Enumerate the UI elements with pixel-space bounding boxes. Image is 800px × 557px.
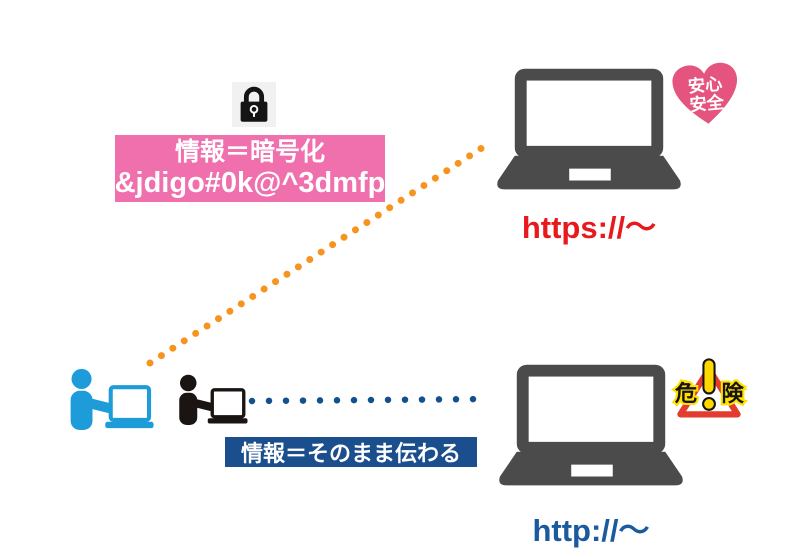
- danger-badge-left-char: 危: [675, 380, 697, 406]
- encryption-label-box: 情報＝暗号化 &jdigo#0k@^3dmfp: [115, 135, 385, 202]
- plain-text-label: 情報＝そのまま伝わる: [240, 441, 461, 466]
- safety-heart-badge: 安心 安全: [670, 62, 742, 128]
- plain-flow-dotted-line: [248, 395, 493, 405]
- plain-text-label-box: 情報＝そのまま伝わる: [225, 437, 477, 467]
- lock-icon: [232, 82, 276, 127]
- https-url: https://～: [521, 210, 657, 245]
- http-url: http://～: [532, 513, 650, 548]
- safety-badge-line2: 安全: [689, 92, 726, 115]
- https-laptop-icon: [495, 68, 683, 200]
- encryption-label: 情報＝暗号化: [174, 137, 325, 166]
- http-laptop-icon: [497, 364, 685, 496]
- danger-warning-badge: 危 険: [672, 358, 747, 422]
- http-user-icon: [172, 374, 248, 425]
- encrypted-string: &jdigo#0k@^3dmfp: [114, 166, 386, 199]
- danger-badge-right-char: 険: [722, 381, 745, 406]
- safety-badge-line1: 安心: [687, 73, 723, 96]
- https-user-icon: [62, 368, 154, 430]
